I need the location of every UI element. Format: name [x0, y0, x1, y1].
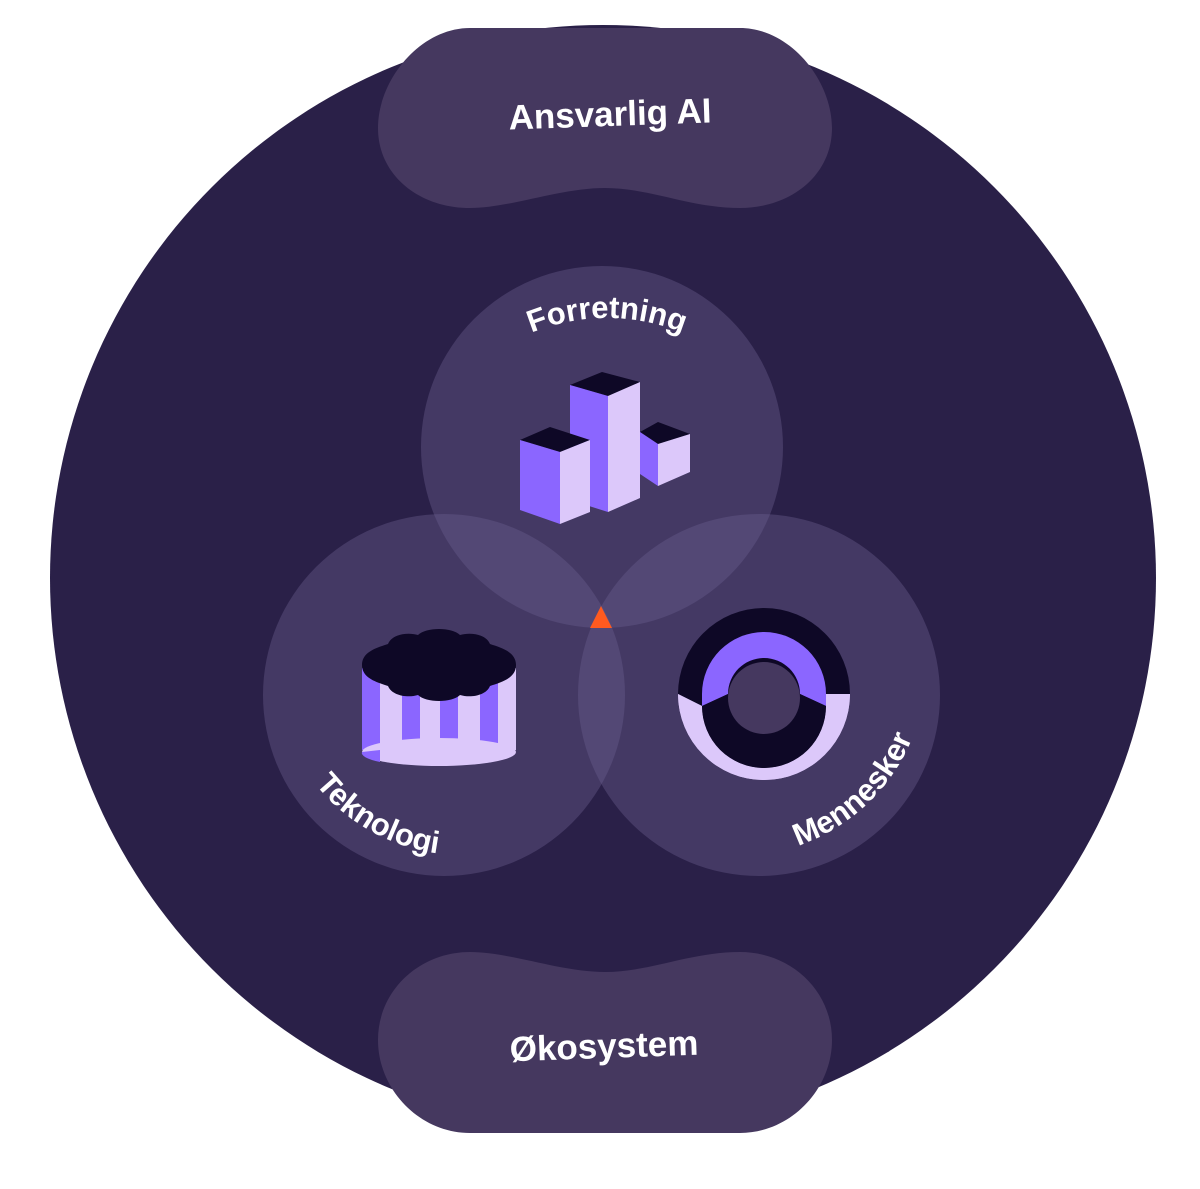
gear-cylinder-icon	[361, 629, 516, 766]
outer-circle	[50, 25, 1156, 1131]
pill-top-label: Ansvarlig AI	[508, 91, 712, 137]
triangle-marker-icon	[590, 606, 612, 628]
bar-blocks-icon	[520, 372, 690, 524]
bottom-pill: Økosystem	[378, 952, 832, 1133]
ring-icon	[678, 608, 850, 780]
pill-bottom-label: Økosystem	[509, 1024, 699, 1070]
top-pill: Ansvarlig AI	[378, 28, 832, 208]
